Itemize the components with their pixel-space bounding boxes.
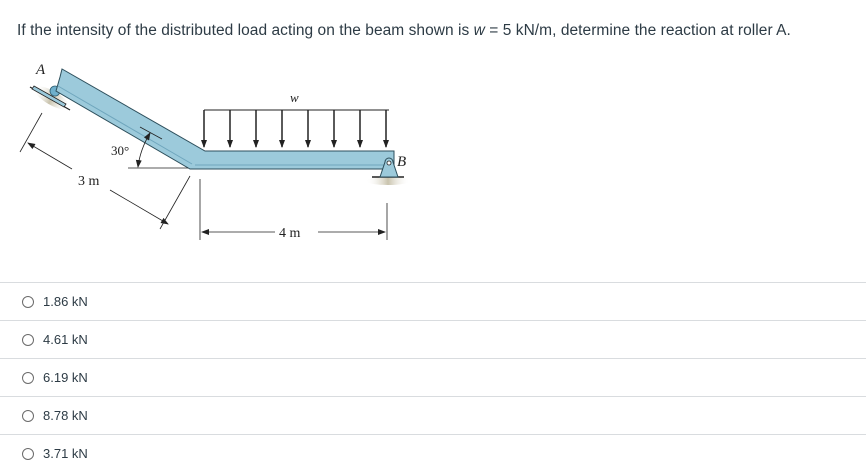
dimension-4m [199, 179, 388, 240]
radio-button[interactable] [22, 409, 34, 422]
answer-option[interactable]: 1.86 kN [0, 282, 866, 320]
answer-option[interactable]: 8.78 kN [0, 396, 866, 434]
radio-button[interactable] [22, 333, 34, 346]
svg-text:3 m: 3 m [78, 174, 100, 189]
radio-button[interactable] [22, 371, 34, 384]
svg-text:w: w [290, 90, 299, 105]
answer-label: 4.61 kN [43, 332, 88, 347]
question-prefix: If the intensity of the distributed load… [17, 22, 474, 39]
radio-button[interactable] [22, 295, 34, 308]
answer-list: 1.86 kN 4.61 kN 6.19 kN 8.78 kN 3.71 kN [0, 282, 866, 472]
radio-button[interactable] [22, 447, 34, 460]
question-suffix: = 5 kN/m, determine the reaction at roll… [484, 22, 791, 39]
pin-support-B [366, 157, 410, 185]
svg-text:B: B [397, 154, 406, 170]
beam [55, 68, 395, 170]
answer-label: 6.19 kN [43, 370, 88, 385]
svg-text:A: A [35, 62, 46, 78]
svg-text:4 m: 4 m [279, 226, 301, 241]
answer-label: 1.86 kN [43, 294, 88, 309]
beam-diagram: A w B 30° [0, 55, 420, 250]
answer-option[interactable]: 3.71 kN [0, 434, 866, 472]
angle-indicator [128, 126, 188, 169]
answer-label: 8.78 kN [43, 408, 88, 423]
roller-support-A [29, 85, 71, 111]
dimension-3m [19, 112, 191, 230]
answer-label: 3.71 kN [43, 446, 88, 461]
question-text: If the intensity of the distributed load… [17, 22, 791, 40]
answer-option[interactable]: 6.19 kN [0, 358, 866, 396]
svg-text:30°: 30° [111, 143, 129, 158]
answer-option[interactable]: 4.61 kN [0, 320, 866, 358]
question-variable: w [473, 22, 485, 39]
distributed-load [201, 109, 389, 148]
